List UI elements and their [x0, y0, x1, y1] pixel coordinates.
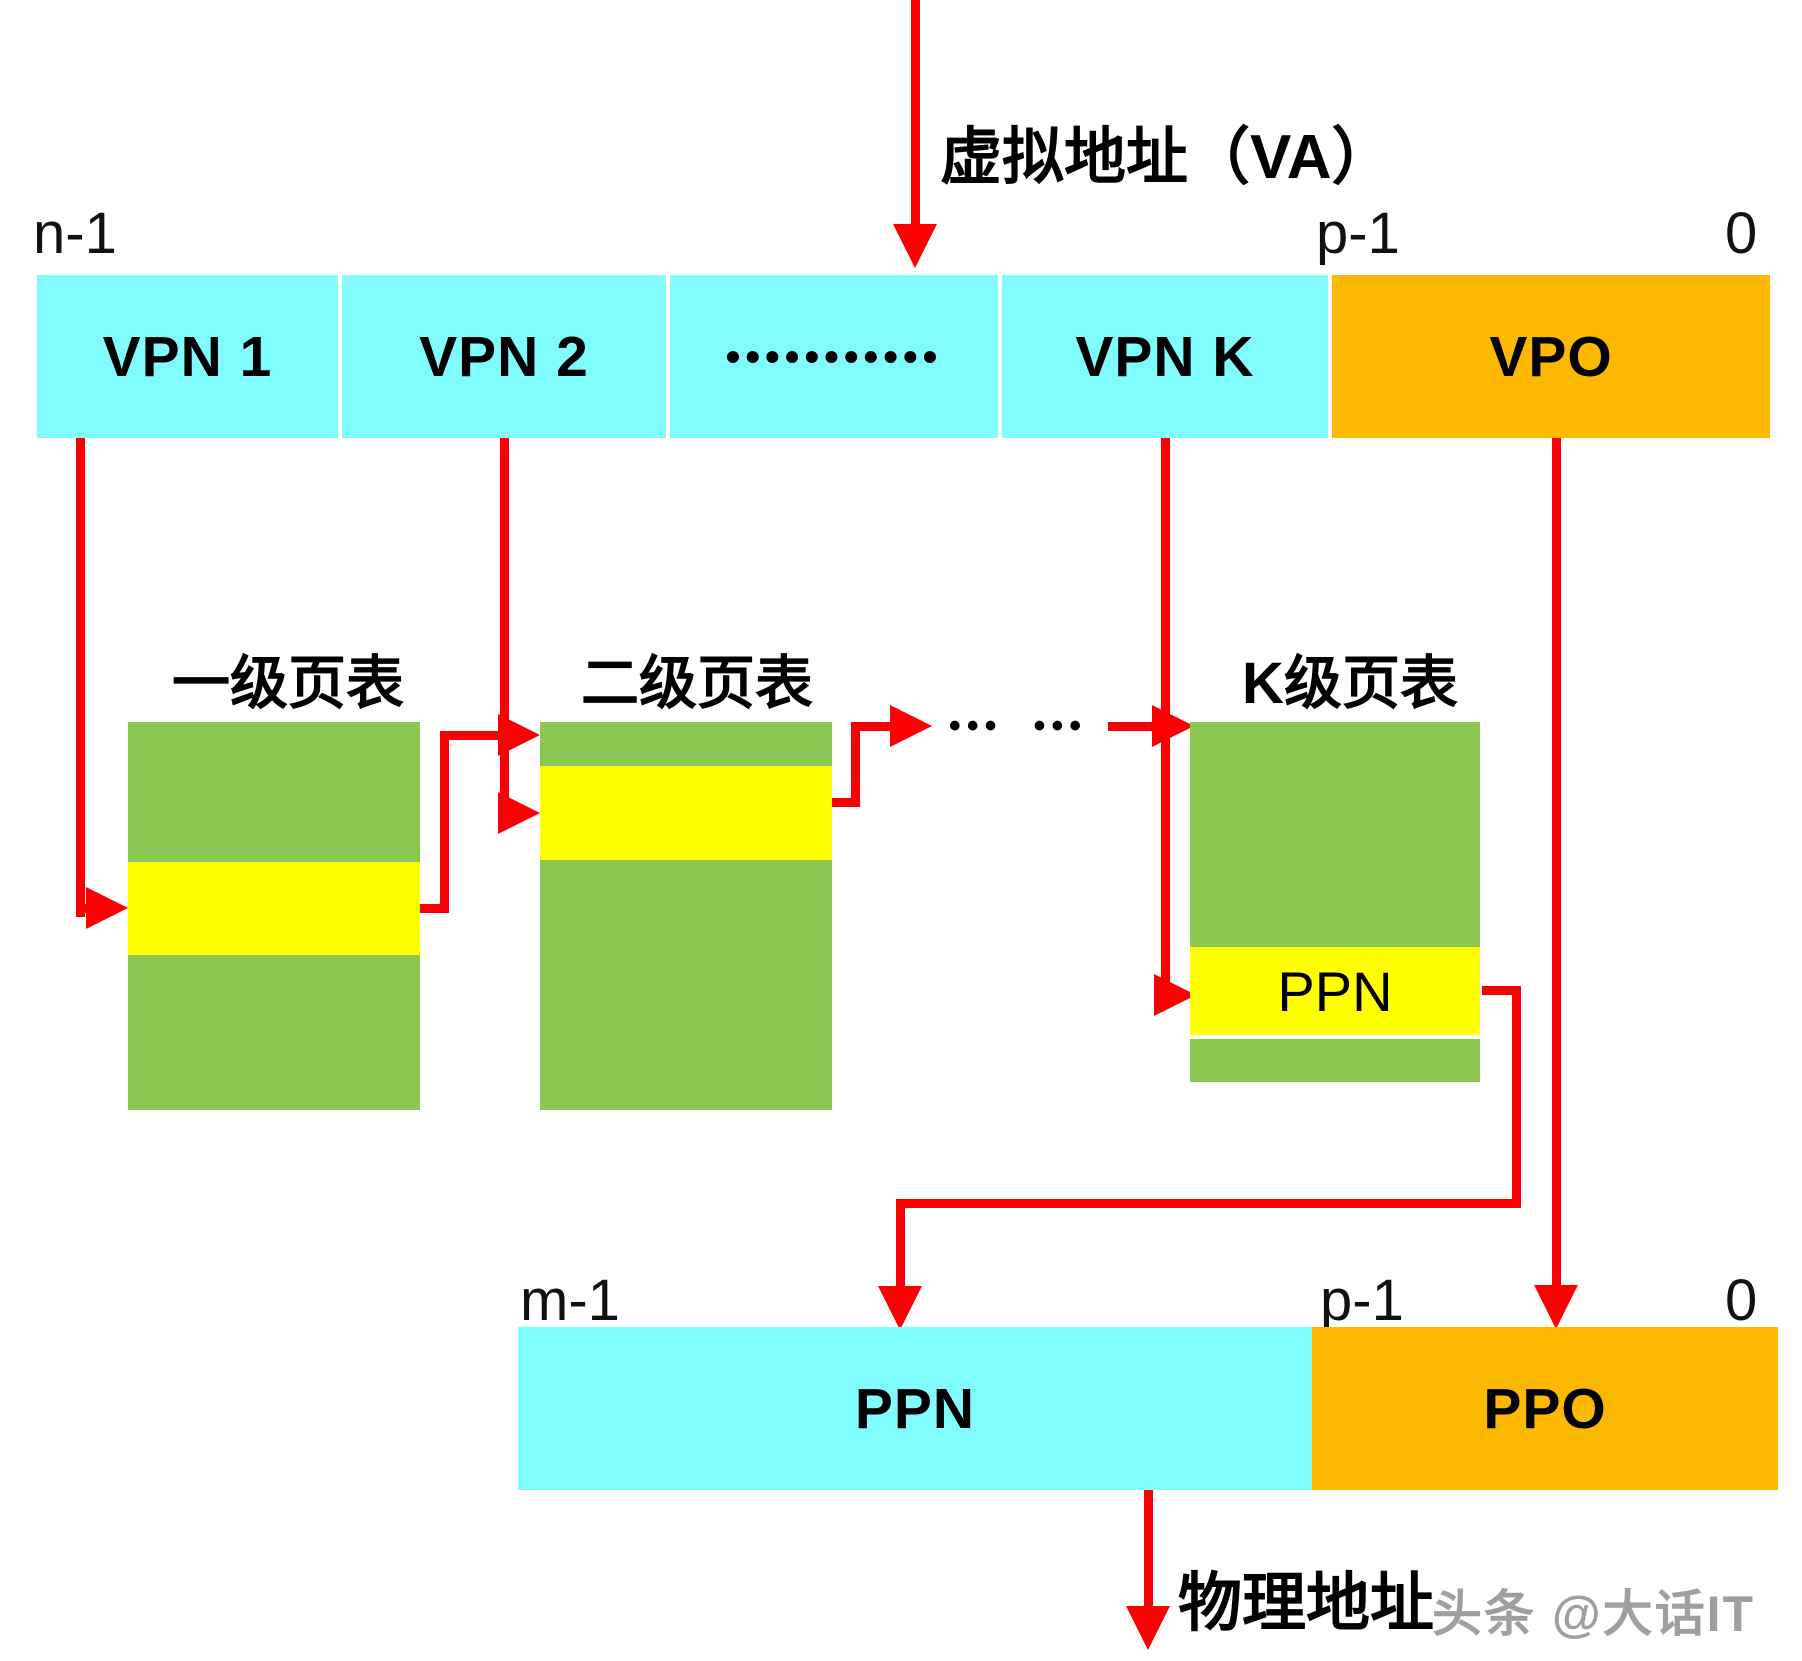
bit-label-p-1-bottom: p-1	[1320, 1268, 1404, 1333]
pa-arrow-head-icon	[1126, 1606, 1170, 1650]
table2-title: 二级页表	[580, 651, 814, 716]
va-segment-vpn2: VPN 2	[342, 275, 666, 438]
arrow-vpn1-line	[76, 438, 85, 917]
table-row	[540, 860, 832, 1110]
arrow-t2-dots-head-icon	[890, 705, 932, 747]
table-row-highlight	[540, 766, 832, 860]
arrow-vpn2-line	[500, 438, 509, 822]
va-segment-vpo: VPO	[1332, 275, 1770, 438]
arrow-ppn-line	[896, 1199, 905, 1292]
arrow-vpo-ppo-head-icon	[1534, 1285, 1578, 1329]
bit-label-n-1: n-1	[33, 201, 117, 266]
arrow-vpnk-line	[1161, 438, 1170, 999]
arrow-ppn-head-icon	[878, 1286, 922, 1330]
table-row	[128, 955, 420, 1110]
pa-segment-ppo: PPO	[1312, 1327, 1778, 1490]
physical-address-title: 物理地址	[1178, 1567, 1434, 1639]
arrow-vpnk-head-icon	[1154, 974, 1196, 1016]
arrow-vpn1-head-icon	[86, 887, 128, 929]
arrow-t2-dots-line	[856, 722, 892, 731]
page-table-2	[540, 722, 832, 1110]
arrow-t1-t2-line	[440, 731, 449, 913]
virtual-address-title: 虚拟地址（VA）	[940, 123, 1394, 192]
arrow-dots-t3-head-icon	[1152, 705, 1194, 747]
pa-segment-ppn: PPN	[518, 1327, 1312, 1490]
arrow-vpn1-line	[76, 904, 92, 913]
table-row	[1190, 1039, 1480, 1082]
arrow-vpn2-head-icon	[498, 792, 540, 834]
bit-label-0-bottom: 0	[1725, 1268, 1758, 1333]
arrow-t2-dots-line	[851, 722, 860, 807]
bit-label-m-1: m-1	[520, 1268, 620, 1333]
va-arrow-head-icon	[893, 224, 937, 268]
va-segment-vpn1: VPN 1	[37, 275, 338, 438]
arrow-ppn-line	[1482, 986, 1516, 995]
arrow-dots-t3-line	[1108, 722, 1154, 731]
table-row	[128, 722, 420, 862]
bit-label-0-top: 0	[1725, 201, 1758, 266]
table-row-ppn: PPN	[1190, 947, 1480, 1035]
va-arrow-line	[911, 0, 920, 226]
table-row	[1190, 722, 1480, 947]
arrow-ppn-line	[1512, 986, 1521, 1207]
table-row	[540, 722, 832, 766]
arrow-ppn-line	[900, 1199, 1521, 1208]
pa-arrow-line	[1144, 1490, 1153, 1608]
arrow-t2-dots-line	[832, 798, 860, 807]
arrow-t1-t2-line	[444, 731, 500, 740]
va-segment-vpnk: VPN K	[1002, 275, 1328, 438]
mid-ellipsis: ••• •••	[948, 706, 1088, 745]
arrow-t1-t2-line	[420, 904, 448, 913]
bit-label-p-1-top: p-1	[1316, 201, 1400, 266]
watermark: 头条 @大话IT	[1432, 1586, 1756, 1642]
table-row-divider	[1190, 1035, 1480, 1039]
table3-title: K级页表	[1242, 651, 1458, 716]
table1-title: 一级页表	[171, 651, 405, 716]
table-row-highlight	[128, 862, 420, 955]
page-table-k: PPN	[1190, 722, 1480, 1082]
arrow-vpo-ppo-line	[1552, 438, 1561, 1288]
va-segment-ellipsis: •••••••••••	[670, 275, 998, 438]
page-table-1	[128, 722, 420, 1110]
